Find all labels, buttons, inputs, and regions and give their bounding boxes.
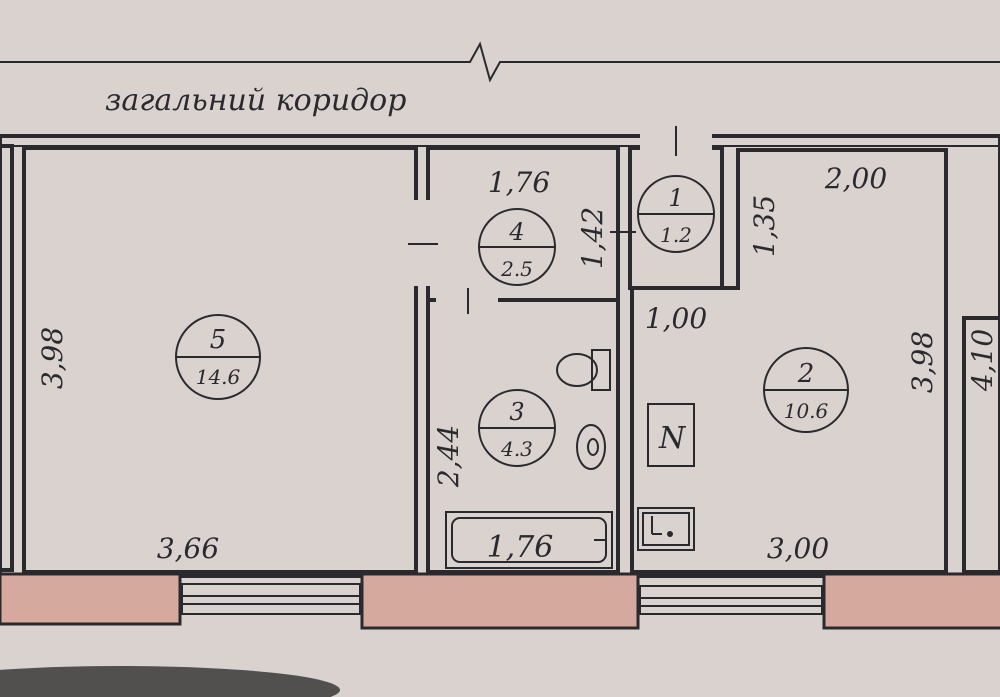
svg-text:4: 4 — [508, 218, 524, 246]
dim-room2-height: 3,98 — [906, 331, 939, 393]
svg-text:4.3: 4.3 — [500, 437, 533, 461]
dim-room5-height: 3,98 — [36, 327, 69, 389]
room-4-marker: 4 2.5 — [478, 208, 556, 286]
dim-bath-length: 1,76 — [487, 530, 554, 565]
sink-icon — [576, 424, 606, 470]
room-3-marker: 3 4.3 — [478, 389, 556, 467]
toilet-icon — [556, 349, 611, 391]
dim-room4-width: 1,76 — [488, 166, 550, 199]
exterior-wall-seg-2 — [360, 572, 640, 630]
svg-text:1: 1 — [668, 184, 683, 212]
exterior-wall-seg-1 — [0, 572, 182, 626]
room-2-marker: 2 10.6 — [763, 347, 849, 433]
svg-text:1.2: 1.2 — [660, 223, 692, 247]
svg-text:5: 5 — [210, 325, 227, 355]
north-marker-icon: N — [647, 403, 695, 467]
window-room-2 — [639, 585, 823, 615]
ink-smudge — [0, 666, 340, 697]
dim-room1-bottom: 1,00 — [645, 302, 707, 335]
bathtub-icon — [445, 511, 613, 569]
svg-text:3: 3 — [509, 398, 524, 426]
left-neighbour-wall — [0, 144, 14, 572]
room-1-marker: 1 1.2 — [637, 175, 715, 253]
svg-text:10.6: 10.6 — [784, 399, 829, 423]
svg-text:2: 2 — [797, 359, 815, 389]
dim-room5-width: 3,66 — [157, 532, 219, 565]
svg-text:2.5: 2.5 — [500, 257, 533, 281]
dim-room2-width: 3,00 — [767, 532, 829, 565]
room-5-outline — [22, 146, 418, 574]
dim-room4-height: 1,42 — [576, 207, 609, 269]
stove-icon — [637, 507, 695, 551]
svg-text:N: N — [658, 421, 687, 456]
room-3-outline — [426, 298, 620, 574]
dim-outer-height: 4,10 — [966, 329, 999, 392]
dim-room2-top: 2,00 — [824, 162, 887, 195]
outer-wall — [0, 134, 1000, 578]
svg-text:14.6: 14.6 — [196, 365, 241, 389]
window-room-5 — [181, 583, 361, 615]
dim-room1-height: 1,35 — [748, 195, 781, 257]
room-5-marker: 5 14.6 — [175, 314, 261, 400]
right-neighbour-wall — [962, 316, 1000, 574]
corridor-label: загальний коридор — [105, 83, 406, 118]
exterior-wall-seg-3 — [822, 572, 1000, 630]
room-2-outline — [630, 148, 948, 574]
dim-room3-height: 2,44 — [432, 425, 465, 488]
corridor-boundary-line — [0, 41, 1000, 83]
room-1-outline — [628, 146, 724, 290]
